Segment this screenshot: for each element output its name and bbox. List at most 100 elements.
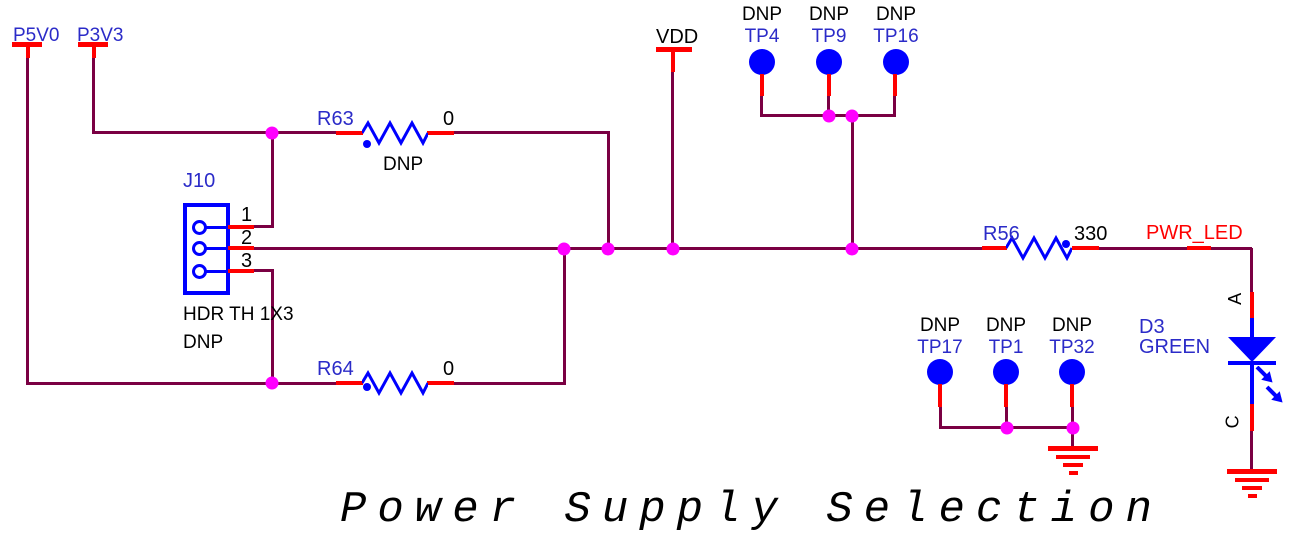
wire-segment bbox=[1071, 428, 1074, 448]
testpoint-dnp-label: DNP bbox=[741, 4, 783, 25]
wire-segment bbox=[26, 57, 29, 384]
testpoint-refdes: TP1 bbox=[988, 336, 1024, 358]
power-flag-bar bbox=[12, 42, 42, 47]
resistor-value: 0 bbox=[443, 108, 455, 130]
testpoint-pad bbox=[749, 49, 775, 75]
wire-segment bbox=[92, 131, 338, 134]
ground-bar bbox=[1247, 494, 1257, 498]
testpoint-refdes: TP32 bbox=[1049, 336, 1095, 358]
pin1-dot bbox=[363, 383, 371, 391]
wire-segment bbox=[1071, 406, 1074, 428]
testpoint-dnp-label: DNP bbox=[919, 315, 961, 336]
led-emission-arrows bbox=[1255, 366, 1283, 403]
ground-bar bbox=[1048, 446, 1098, 451]
wire-segment bbox=[893, 94, 896, 116]
connector-pin-line bbox=[205, 270, 230, 273]
power-flag-stub bbox=[26, 46, 30, 58]
testpoint-refdes: TP16 bbox=[873, 25, 919, 47]
pin-stub bbox=[1070, 384, 1074, 407]
junction-dot bbox=[845, 242, 859, 256]
power-flag-stub bbox=[92, 46, 96, 58]
wire-segment bbox=[851, 116, 854, 249]
connector-refdes: J10 bbox=[183, 170, 216, 192]
led-cathode-lead bbox=[1250, 365, 1254, 405]
testpoint-labels: DNP TP16 bbox=[856, 4, 936, 48]
power-net-name: P5V0 bbox=[13, 25, 60, 46]
power-flag-bar bbox=[78, 42, 108, 47]
testpoint-pad bbox=[1059, 359, 1085, 385]
pin-stub bbox=[336, 131, 363, 135]
connector-pin-line bbox=[205, 226, 230, 229]
wire-segment bbox=[939, 406, 942, 428]
pin-stub bbox=[938, 384, 942, 407]
wire-segment bbox=[827, 94, 830, 116]
ground-bar bbox=[1227, 469, 1277, 474]
led-anode-pin-label: A bbox=[1225, 292, 1246, 305]
resistor-zigzag bbox=[1006, 235, 1072, 261]
ground-bar bbox=[1235, 478, 1269, 482]
pin-number: 1 bbox=[241, 204, 253, 226]
pin-stub bbox=[827, 74, 831, 96]
pin-stub bbox=[427, 131, 454, 135]
testpoint-dnp-label: DNP bbox=[808, 4, 850, 25]
schematic-title: Power Supply Selection bbox=[340, 485, 1163, 535]
testpoint-pad bbox=[883, 49, 909, 75]
pin-number: 2 bbox=[241, 227, 253, 249]
pin-stub bbox=[1004, 384, 1008, 407]
junction-dot bbox=[822, 109, 836, 123]
ground-bar bbox=[1063, 463, 1083, 467]
junction-dot bbox=[557, 242, 571, 256]
testpoint-labels: DNP TP1 bbox=[966, 315, 1046, 359]
junction-dot bbox=[666, 242, 680, 256]
wire-segment bbox=[253, 269, 274, 272]
led-refdes: D3 bbox=[1139, 316, 1165, 338]
pin-stub bbox=[893, 74, 897, 96]
wire-segment bbox=[563, 249, 566, 384]
wire-segment bbox=[453, 382, 566, 385]
pin-stub bbox=[427, 381, 454, 385]
testpoint-refdes: TP17 bbox=[917, 336, 963, 358]
testpoint-dnp-label: DNP bbox=[875, 4, 917, 25]
pin-stub bbox=[228, 246, 254, 250]
testpoint-pad bbox=[816, 49, 842, 75]
junction-dot bbox=[601, 242, 615, 256]
wire-segment bbox=[271, 271, 274, 384]
junction-dot bbox=[1000, 421, 1014, 435]
net-label-tick bbox=[1187, 246, 1211, 250]
resistor-refdes: R64 bbox=[317, 358, 354, 380]
ground-bar bbox=[1068, 471, 1078, 475]
testpoint-dnp-label: DNP bbox=[985, 315, 1027, 336]
led-triangle bbox=[1228, 337, 1276, 362]
pin-stub bbox=[1250, 404, 1254, 431]
testpoint-refdes: TP9 bbox=[811, 25, 847, 47]
connector-pin-line bbox=[205, 247, 230, 250]
power-flag-stub bbox=[671, 51, 675, 72]
junction-dot bbox=[265, 126, 279, 140]
resistor-value: 330 bbox=[1074, 223, 1108, 245]
junction-dot bbox=[1066, 421, 1080, 435]
ground-symbol[interactable] bbox=[1048, 446, 1098, 475]
wire-segment bbox=[453, 131, 610, 134]
resistor-value: 0 bbox=[443, 358, 455, 380]
resistor-refdes: R56 bbox=[983, 223, 1020, 245]
pin-stub bbox=[336, 381, 363, 385]
testpoint-refdes: TP4 bbox=[744, 25, 780, 47]
pin-stub bbox=[1072, 246, 1099, 250]
connector-part-label: HDR TH 1X3 bbox=[183, 304, 294, 325]
wire-segment bbox=[253, 225, 274, 228]
wire-segment bbox=[671, 71, 674, 249]
ground-symbol[interactable] bbox=[1227, 469, 1277, 498]
resistor-zigzag bbox=[362, 120, 428, 146]
testpoint-pad bbox=[927, 359, 953, 385]
power-flag-bar bbox=[656, 47, 692, 52]
wire-segment bbox=[253, 247, 983, 250]
pin-stub bbox=[1250, 292, 1254, 319]
led-cathode-bar bbox=[1228, 361, 1276, 365]
junction-dot bbox=[265, 376, 279, 390]
pin-stub bbox=[760, 74, 764, 96]
pin-stub bbox=[228, 225, 254, 229]
wire-segment bbox=[760, 94, 763, 116]
testpoint-labels: DNP TP9 bbox=[789, 4, 869, 48]
wire-segment bbox=[607, 133, 610, 249]
